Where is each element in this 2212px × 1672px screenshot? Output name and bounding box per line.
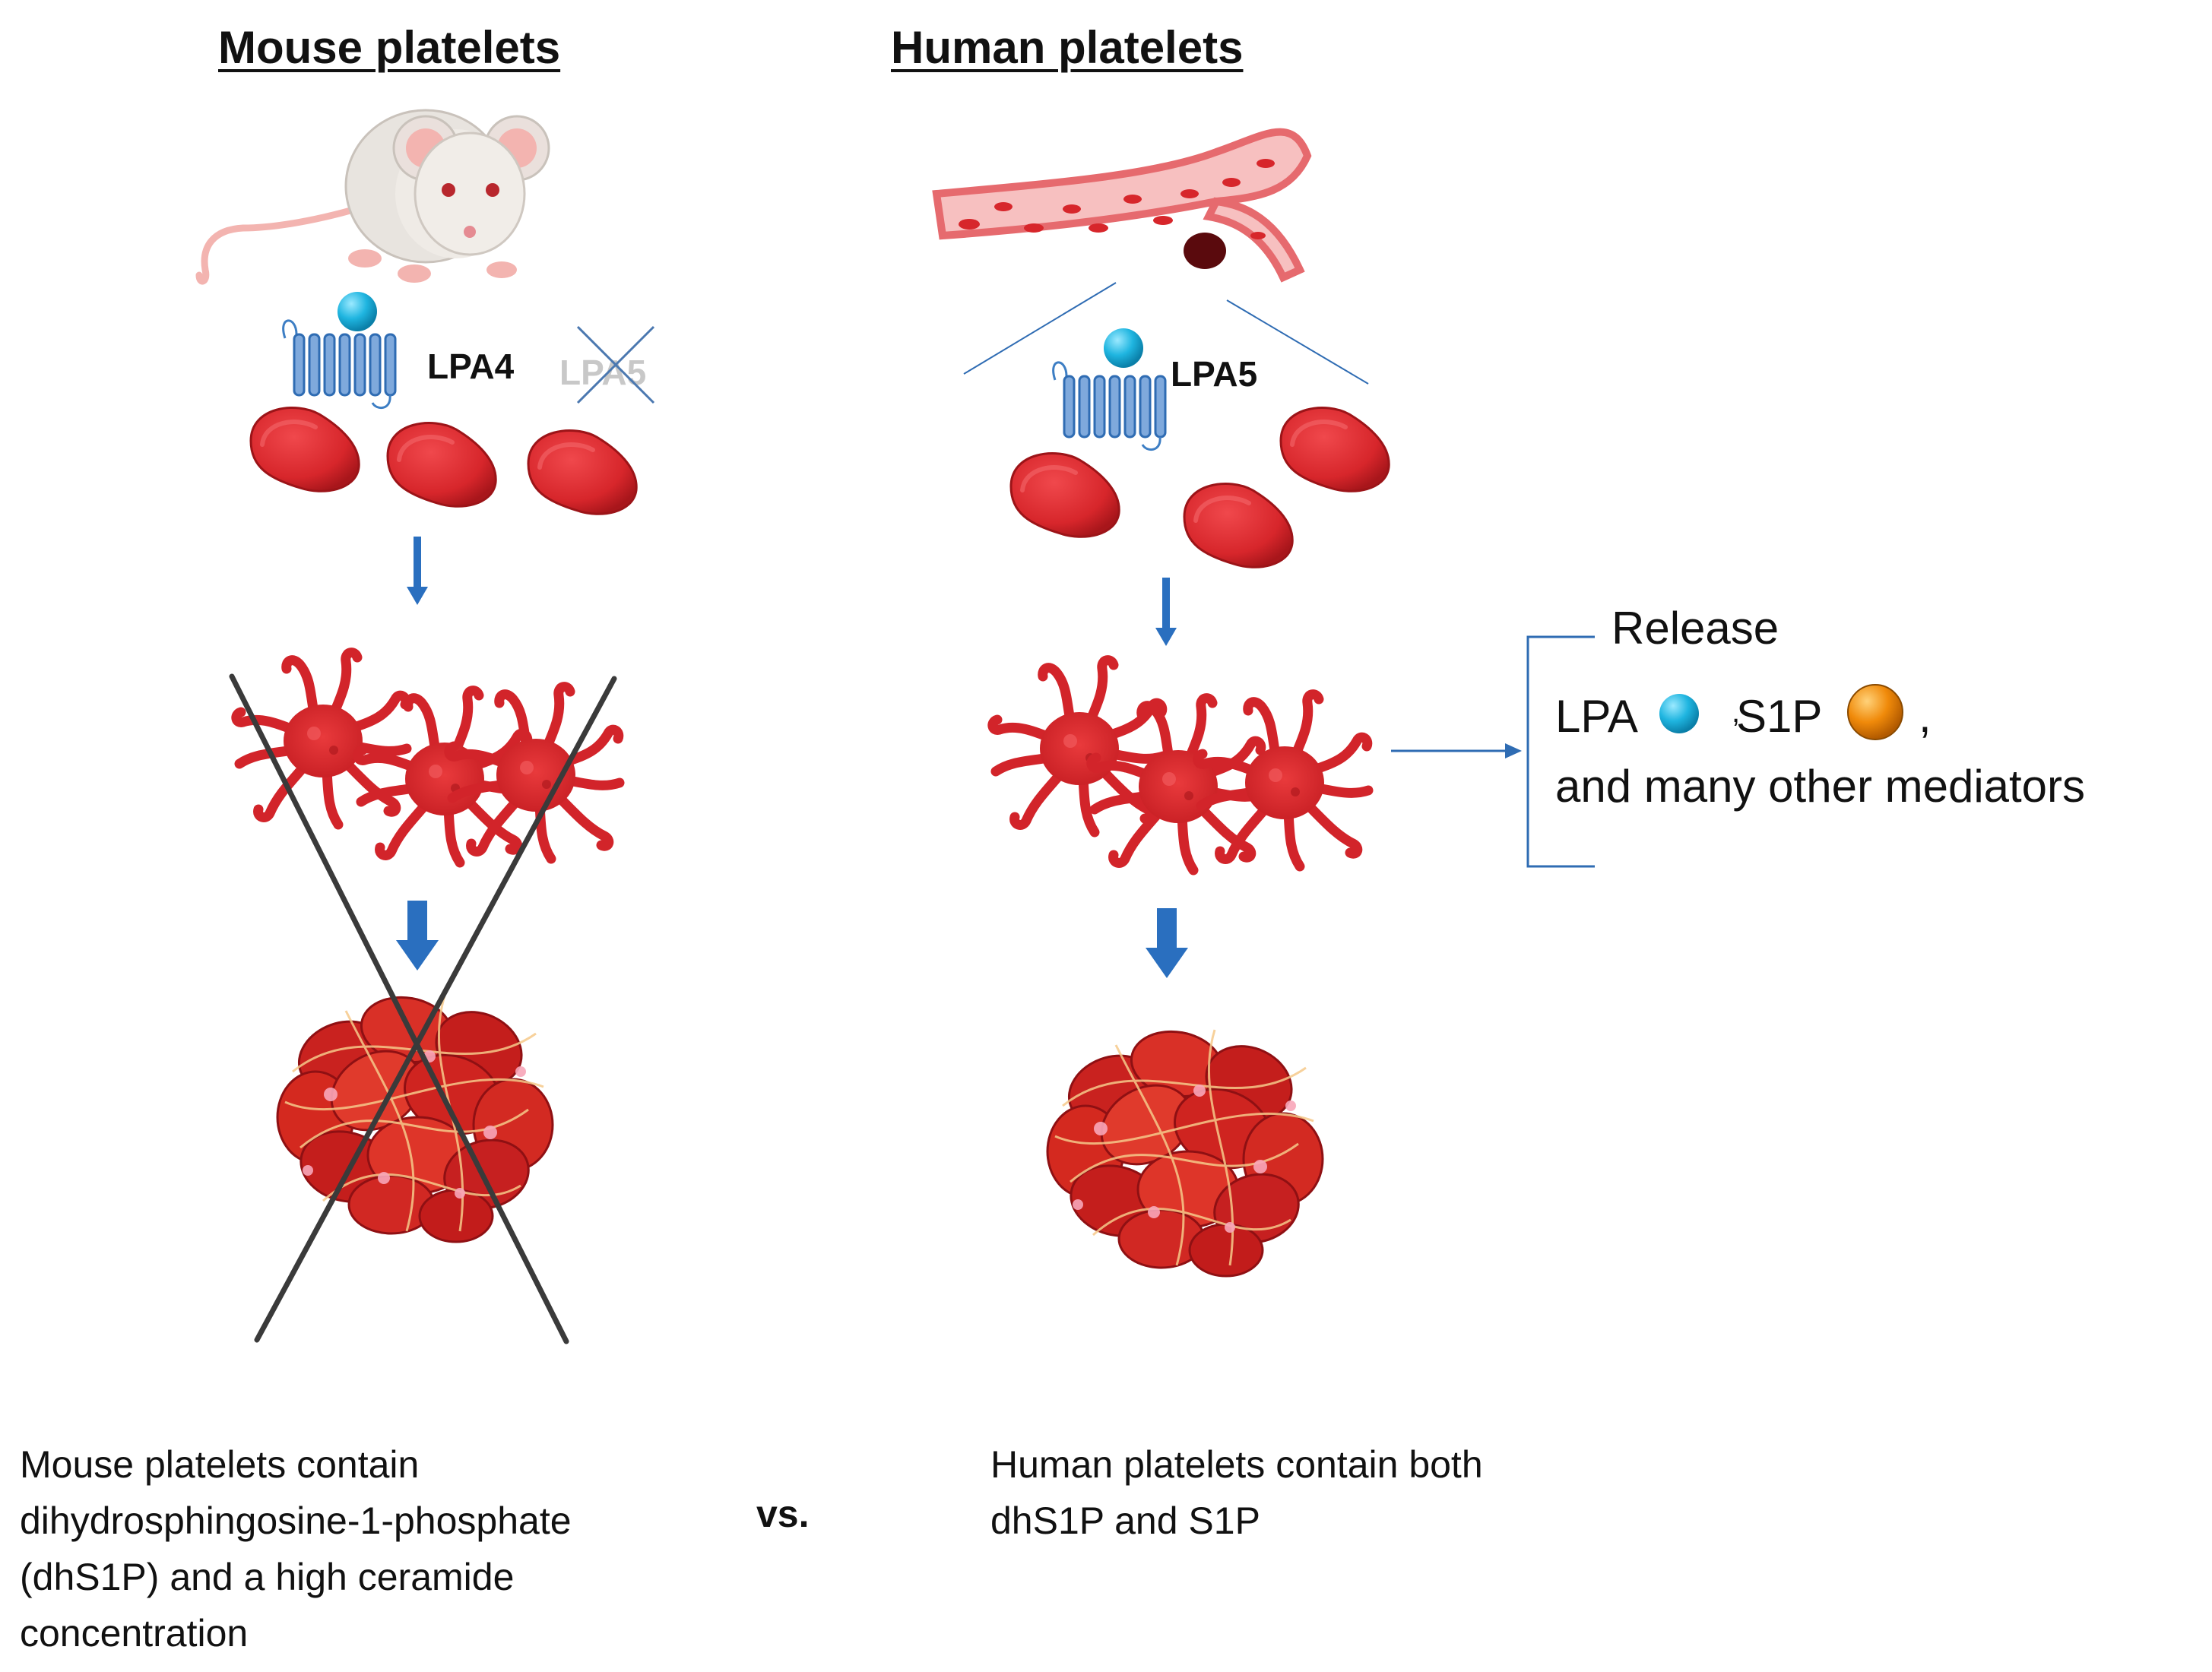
lpa4-receptor-icon [282,319,397,410]
release-lpa-label: LPA [1555,691,1638,742]
release-s1p-label: S1P [1736,691,1823,742]
lpa-ball-icon [1659,694,1699,733]
zoom-lines [963,282,1369,385]
mouse-arrow-2 [396,901,439,971]
lpa4-label: LPA4 [427,347,515,386]
mouse-platelets-heading: Mouse platelets [218,22,561,73]
release-title: Release [1611,603,1779,654]
human-platelets [993,660,1368,870]
mouse-caption: Mouse platelets contain dihydrosphingosi… [20,1443,572,1655]
mouse-platelets [236,653,620,863]
release-trailing-comma: , [1919,691,1932,742]
mouse-illustration [195,109,550,285]
human-platelets-heading: Human platelets [891,22,1244,73]
vs-label: vs. [756,1493,810,1535]
release-other-mediators: and many other mediators [1555,761,2086,812]
blood-vessel-illustration [932,128,1312,283]
mouse-inhibition-cross [229,673,617,1344]
mouse-rbc-1 [251,408,359,492]
lpa5-absent-cross [576,325,655,404]
lpa-ligand-human [1104,328,1143,368]
mouse-rbc-2 [388,423,496,507]
human-arrow-2 [1146,908,1188,978]
mouse-rbc-3 [528,431,636,515]
mouse-arrow-1 [407,537,428,605]
human-clot [1046,1023,1324,1278]
human-rbc-1 [1281,408,1389,492]
human-lpa5-receptor-icon [1052,361,1167,451]
human-caption: Human platelets contain both dhS1P and S… [990,1443,1483,1542]
human-rbc-2 [1011,454,1119,537]
human-arrow-1 [1155,578,1177,646]
human-lpa5-label: LPA5 [1171,354,1258,394]
human-rbc-3 [1184,484,1292,568]
s1p-ball-icon [1847,684,1903,740]
release-separator: , [1732,695,1741,729]
release-arrow [1391,743,1522,758]
lpa5-absent-label: LPA5 [559,353,647,392]
lpa-ligand-mouse [338,292,377,331]
release-bracket [1526,635,1595,868]
mouse-clot [276,989,554,1243]
